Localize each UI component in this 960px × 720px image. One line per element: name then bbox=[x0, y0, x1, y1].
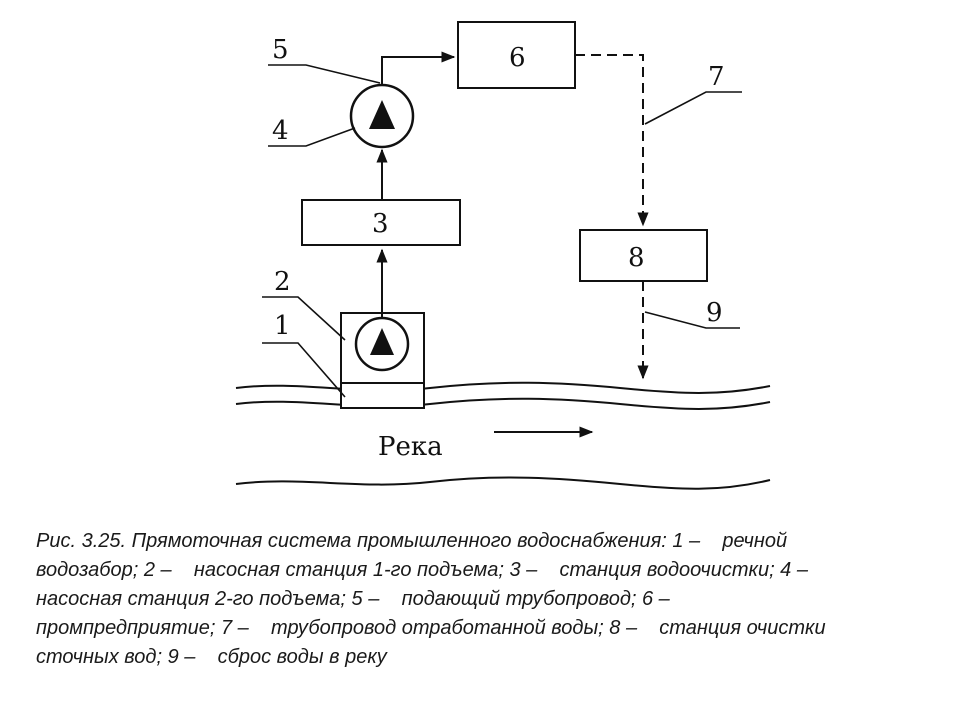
label-3: 3 bbox=[372, 209, 389, 239]
label-4: 4 bbox=[272, 116, 289, 146]
wastewater-pipe bbox=[575, 54, 649, 227]
label-8: 8 bbox=[628, 243, 645, 273]
caption-line: промпредприятие; 7 – трубопровод отработ… bbox=[36, 617, 826, 639]
leader-2 bbox=[262, 296, 346, 341]
river-wave bbox=[235, 397, 771, 410]
pump-1-triangle-icon bbox=[370, 328, 394, 355]
water-supply-diagram: Река 3 6 8 5 4 7 bbox=[235, 21, 771, 490]
river-intake-box bbox=[340, 382, 425, 409]
caption-line: сточных вод; 9 – сброс воды в реку bbox=[36, 646, 387, 668]
river-bank-top bbox=[235, 381, 771, 394]
label-6: 6 bbox=[509, 43, 526, 73]
label-9: 9 bbox=[706, 298, 723, 328]
leader-1 bbox=[262, 342, 346, 398]
pump-2-triangle-icon bbox=[369, 100, 395, 129]
river-bank-bottom bbox=[235, 476, 771, 490]
wastewater-treatment-box bbox=[579, 229, 708, 282]
leader-9 bbox=[644, 311, 740, 329]
figure-caption: Рис. 3.25. Прямоточная система промышлен… bbox=[36, 527, 936, 672]
caption-line: насосная станция 2-го подъема; 5 – подаю… bbox=[36, 588, 670, 610]
water-treatment-box bbox=[301, 199, 461, 246]
leader-7 bbox=[644, 91, 742, 125]
supply-pipe bbox=[381, 51, 456, 85]
leader-4 bbox=[268, 127, 356, 147]
label-2: 2 bbox=[274, 267, 291, 297]
caption-line: водозабор; 2 – насосная станция 1-го под… bbox=[36, 559, 808, 581]
leader-5 bbox=[268, 64, 381, 84]
label-5: 5 bbox=[272, 35, 289, 65]
label-7: 7 bbox=[708, 62, 725, 92]
label-1: 1 bbox=[274, 311, 291, 341]
river-label: Река bbox=[378, 432, 443, 462]
caption-line: Рис. 3.25. Прямоточная система промышлен… bbox=[36, 530, 788, 552]
